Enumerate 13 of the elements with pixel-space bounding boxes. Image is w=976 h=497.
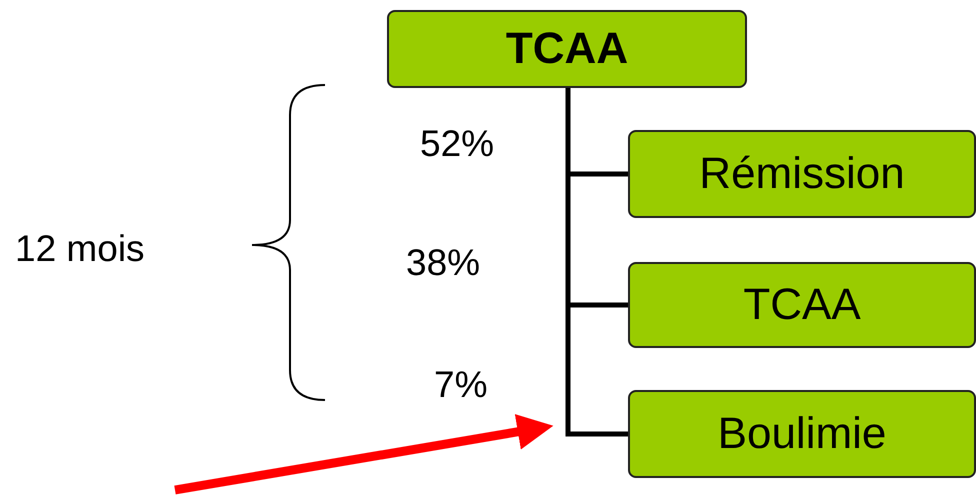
outcome-box [628, 262, 976, 348]
outcome-box [628, 390, 976, 478]
pointer-arrow [174, 414, 554, 494]
box-label: TCAA [506, 24, 628, 74]
percentage-label: 52% [420, 125, 494, 162]
percentage-label: 38% [406, 244, 480, 281]
box-label: Rémission [699, 149, 905, 199]
box-label: Boulimie [718, 409, 886, 459]
percentage-label: 7% [434, 366, 488, 403]
root-box [387, 10, 747, 88]
outcome-box [628, 130, 976, 218]
duration-label: 12 mois [15, 230, 145, 267]
box-label: TCAA [743, 280, 861, 330]
